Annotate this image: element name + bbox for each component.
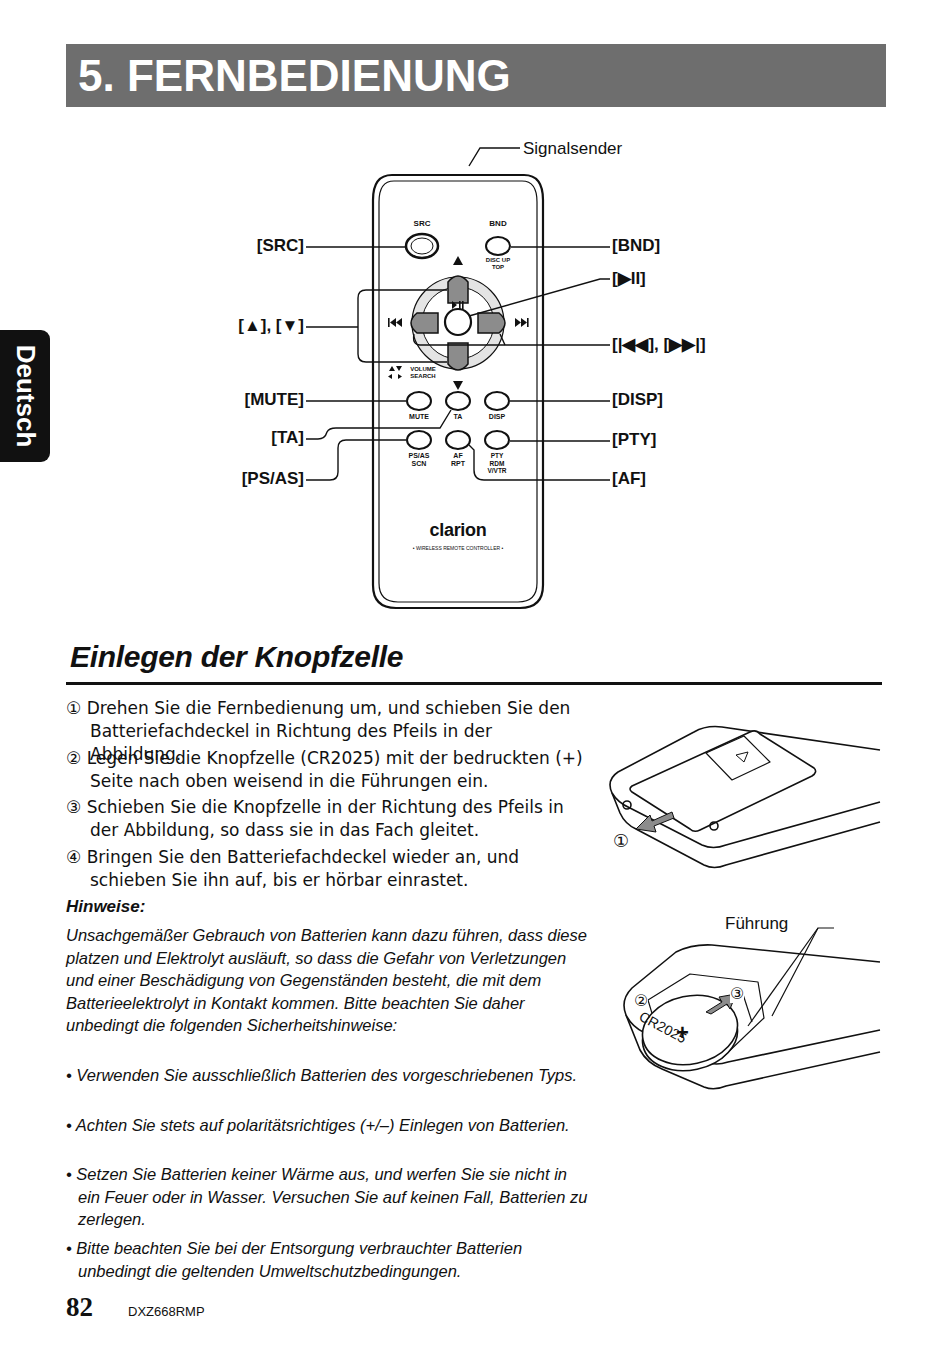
callout-label: [AF] [612,469,646,489]
heading-rule [66,682,882,685]
model-caption: • WIRELESS REMOTE CONTROLLER • [393,545,523,551]
callout-label: [BND] [612,236,660,256]
button-label: DISP [482,413,512,421]
title-bar: 5. FERNBEDIENUNG [66,44,886,107]
note-bullet: • Bitte beachten Sie bei der Entsorgung … [66,1237,588,1282]
callout-label: [DISP] [612,390,663,410]
remote-control: SRC BND DISC UP TOP VOLUME SEARCH MUTE TA DISP… [373,175,543,608]
up-button [448,276,468,303]
section-heading: Einlegen der Knopfzelle [70,640,403,674]
instruction-step: ③ Schieben Sie die Knopfzelle in der Ric… [66,796,588,842]
remote-symbols [388,256,529,390]
callout-label: [SRC] [257,236,304,256]
mute-button [407,392,431,410]
brand-logo: clarion [413,520,503,540]
slide-arrow [636,812,674,832]
battery-marking: + [676,1022,689,1044]
psas-button [407,431,431,449]
callout-label: [PTY] [612,430,656,450]
right-button [478,313,505,333]
play-button [445,309,471,335]
instruction-step: ② Legen Sie die Knopfzelle (CR2025) mit … [66,747,588,793]
callout-label: [MUTE] [245,390,304,410]
leader-lines [306,148,610,480]
callout-number: ③ [730,984,744,1003]
callout-label: [PS/AS] [242,469,304,489]
button-label: SRC [407,219,437,228]
ta-button [446,392,470,410]
callout-label: Signalsender [523,138,622,160]
instruction-step: ④ Bringen Sie den Batteriefachdeckel wie… [66,846,588,892]
note-bullet: • Achten Sie stets auf polaritätsrichtig… [66,1114,588,1137]
remote-outline [373,175,543,608]
button-label: BND [483,219,513,228]
notes-heading: Hinweise: [66,897,145,917]
note-bullet: • Verwenden Sie ausschließlich Batterien… [66,1064,588,1087]
dpad-ring [412,277,504,369]
src-button [406,234,438,258]
notes-text: Unsachgemäßer Gebrauch von Batterien kan… [66,924,588,1037]
button-label: DISC UP TOP [483,257,513,271]
button-label: PTY RDM V/VTR [483,452,512,475]
left-button [411,313,438,333]
af-button [446,431,470,449]
page-title: 5. FERNBEDIENUNG [66,44,886,107]
callout-label: [|◀◀], [▶▶|] [612,334,706,355]
callout-label: [▲], [▼] [238,316,304,336]
callout-label: [TA] [271,428,304,448]
callout-number: ② [634,991,648,1010]
page-number: 82 [66,1292,93,1323]
part-label: Führung [725,914,788,934]
remote-inner-outline [379,181,537,602]
button-label: AF RPT [449,452,467,468]
down-button [448,343,468,370]
button-label: VOLUME SEARCH [407,366,439,380]
button-label: TA [448,413,468,421]
note-bullet: • Setzen Sie Batterien keiner Wärme aus,… [66,1163,588,1231]
disp-button [485,392,509,410]
battery-illustration [624,945,880,1089]
bnd-button [486,237,510,255]
callout-number: ① [613,830,629,851]
language-tab: Deutsch [0,330,50,462]
button-label: MUTE [404,413,434,421]
callout-label: [▶II] [612,268,646,289]
button-label: PS/AS SCN [406,452,433,468]
tab-label: Deutsch [10,345,41,448]
pty-button [485,431,509,449]
cover-illustration [610,727,880,868]
model-number: DXZ668RMP [128,1304,205,1319]
guide-leaders [748,928,834,1026]
button-inner [411,238,433,254]
